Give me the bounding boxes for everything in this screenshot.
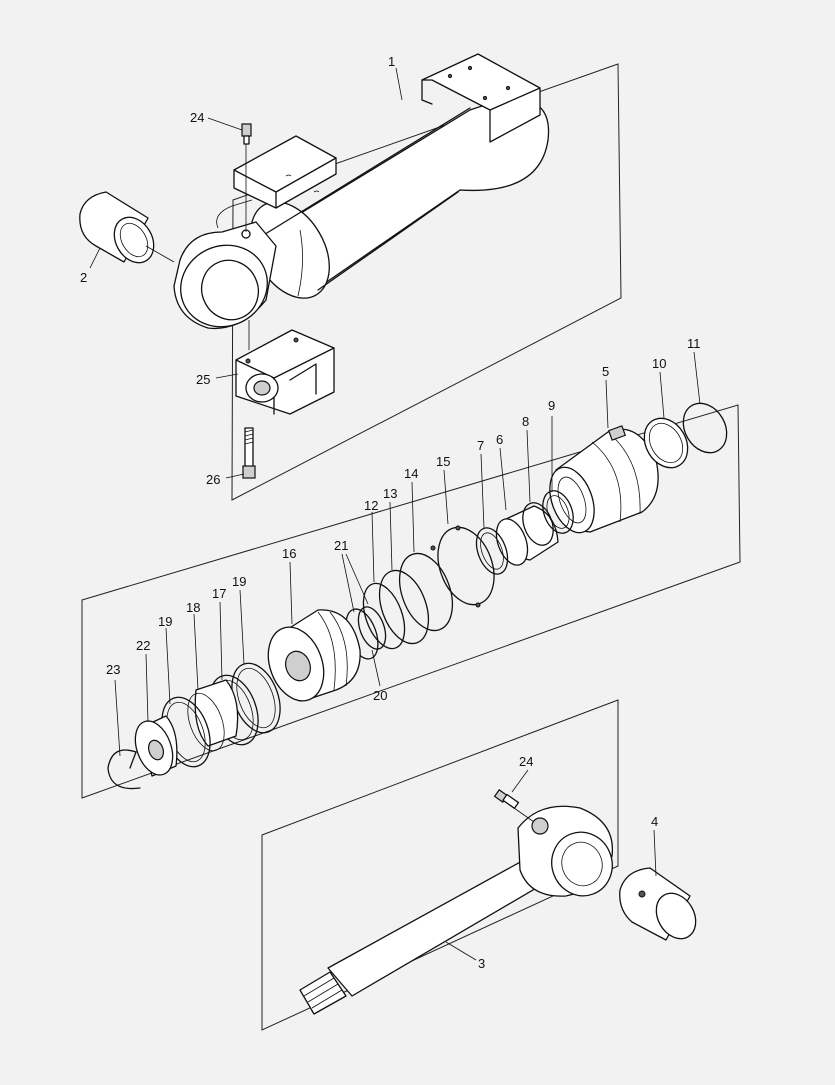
- callout-26: 26: [206, 472, 220, 487]
- gland-part-5: [549, 425, 659, 534]
- callout-19-right: 19: [232, 574, 246, 589]
- callout-4: 4: [651, 814, 658, 829]
- callout-17: 17: [212, 586, 226, 601]
- callout-24-bottom: 24: [519, 754, 533, 769]
- seal-part-9: [542, 490, 574, 534]
- leader-lines: [89, 67, 701, 961]
- bolt-part-26: [242, 427, 256, 479]
- wiper-part-8: [522, 502, 554, 546]
- bushing-part-4: [619, 867, 697, 941]
- piston-part-16: [267, 609, 361, 702]
- callout-labels: 1 2 3 4 5 6 7 8 9 10 11 12 13 14 15 16 1…: [80, 54, 701, 971]
- piston-rod-part-3: [299, 805, 614, 1015]
- callout-11: 11: [687, 336, 701, 351]
- ring-part-13: [378, 569, 430, 645]
- callout-14: 14: [404, 466, 418, 481]
- callout-13: 13: [383, 486, 397, 501]
- snap-ring-part-11: [682, 402, 728, 454]
- ring-part-14: [398, 552, 454, 632]
- callout-12: 12: [364, 498, 378, 513]
- callout-6: 6: [496, 432, 503, 447]
- callout-7: 7: [477, 438, 484, 453]
- nut-part-22: [134, 715, 178, 777]
- callout-19-left: 19: [158, 614, 172, 629]
- cylinder-tube-part-1: [173, 53, 550, 330]
- bushing-part-6: [495, 505, 559, 566]
- callout-20: 20: [373, 688, 387, 703]
- snap-ring-part-23: [107, 749, 141, 790]
- bushing-part-2: [79, 191, 155, 264]
- callout-22: 22: [136, 638, 150, 653]
- block-part-25: [235, 320, 335, 415]
- rod-group-frame: [261, 699, 619, 1031]
- callout-16: 16: [282, 546, 296, 561]
- callout-8: 8: [522, 414, 529, 429]
- ring-part-12: [362, 582, 406, 650]
- grease-nipple-part-24-bottom: [493, 789, 535, 823]
- callout-10: 10: [652, 356, 666, 371]
- callout-2: 2: [80, 270, 87, 285]
- callout-15: 15: [436, 454, 450, 469]
- callout-9: 9: [548, 398, 555, 413]
- callout-1: 1: [388, 54, 395, 69]
- backup-ring-part-10: [643, 417, 689, 469]
- callout-24-top: 24: [190, 110, 204, 125]
- ring-part-15: [430, 525, 495, 608]
- piston-group-frame: [81, 404, 741, 799]
- callout-5: 5: [602, 364, 609, 379]
- callout-23: 23: [106, 662, 120, 677]
- callout-25: 25: [196, 372, 210, 387]
- wear-ring-part-18: [187, 679, 239, 752]
- seal-part-7: [475, 527, 509, 575]
- callout-3: 3: [478, 956, 485, 971]
- callout-18: 18: [186, 600, 200, 615]
- callout-21: 21: [334, 538, 348, 553]
